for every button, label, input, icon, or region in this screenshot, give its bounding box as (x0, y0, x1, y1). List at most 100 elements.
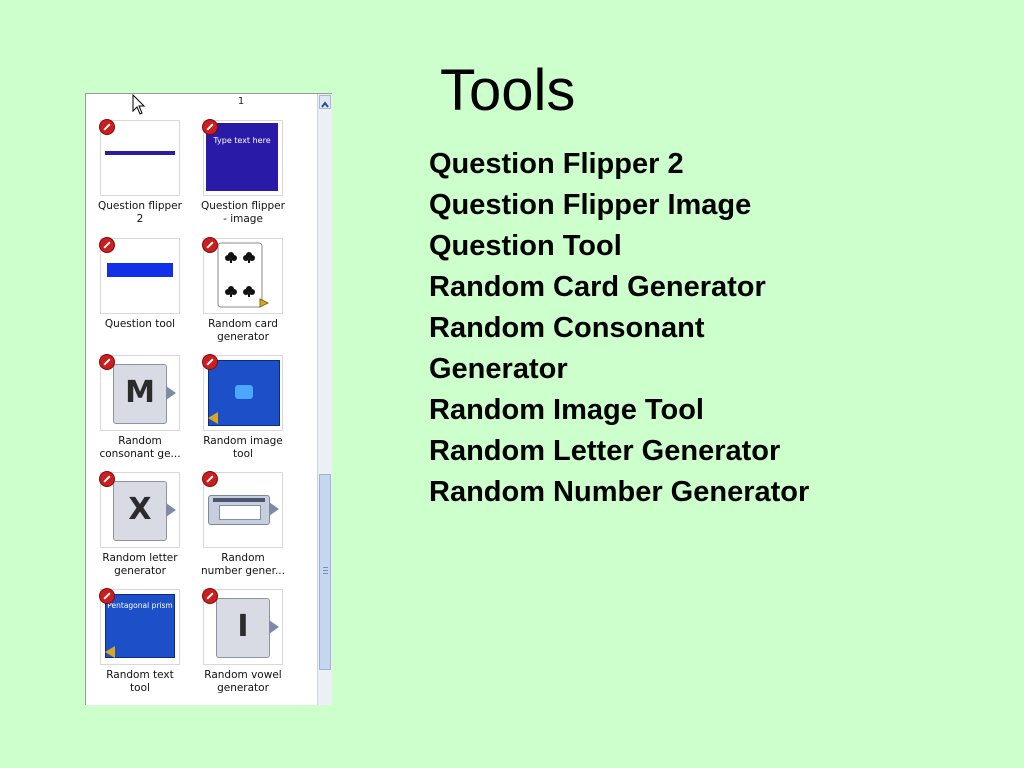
chevron-up-icon (321, 101, 329, 108)
caption-line: Random text (106, 669, 174, 681)
slip-letter: I (237, 609, 249, 644)
badge-icon (202, 471, 218, 487)
caption-line: Random letter (102, 552, 178, 564)
consonant-slip-icon: M (113, 364, 167, 424)
caption-line: Random image (203, 435, 283, 447)
scrollbar-grip (323, 570, 328, 571)
badge-icon (202, 354, 218, 370)
scrollbar-grip (323, 567, 328, 568)
gallery-item[interactable]: Random card generator (191, 237, 295, 343)
caption-line: tool (233, 447, 253, 460)
thumbnail (99, 237, 180, 314)
thumbnail-text: Type text here (213, 136, 271, 145)
gallery-item[interactable]: Type text here Question flipper - image (191, 119, 295, 225)
arrow-left-icon (208, 412, 218, 424)
badge-icon (202, 119, 218, 135)
caption-line: number gener... (201, 564, 285, 577)
caption-line: generator (217, 330, 269, 343)
thumbnail: Pentagonal prism (99, 588, 180, 665)
scrollbar-thumb[interactable] (319, 474, 331, 670)
badge-icon (99, 354, 115, 370)
badge-icon (99, 471, 115, 487)
thumbnail (202, 237, 283, 314)
arrow-right-icon (269, 620, 279, 634)
caption-line: Question tool (104, 318, 176, 330)
item-caption: Random letter generator (88, 552, 192, 577)
tool-list-item: Question Flipper 2 (429, 148, 684, 180)
tool-list-item: Generator (429, 353, 568, 385)
item-caption: Random text tool (88, 669, 192, 694)
tool-list-item: Random Letter Generator (429, 435, 781, 467)
tool-list-item: Random Image Tool (429, 394, 704, 426)
caption-line: - image (223, 212, 263, 225)
badge-icon (202, 588, 218, 604)
vowel-slip-icon: I (216, 598, 270, 658)
caption-line: Question flipper (201, 200, 285, 212)
tool-list-item: Random Card Generator (429, 271, 766, 303)
item-caption: Random image tool (191, 435, 295, 460)
tool-list-item: Question Flipper Image (429, 189, 752, 221)
playing-card-icon (217, 242, 270, 308)
item-caption: Random consonant ge... (88, 435, 192, 460)
thumbnail-text: Pentagonal prism (107, 601, 173, 610)
letter-slip-icon: X (113, 481, 167, 541)
item-caption: Question flipper - image (191, 200, 295, 225)
thumbnail: I (202, 588, 283, 665)
gallery-item[interactable]: Question flipper 2 (88, 119, 192, 225)
page-number: 1 (237, 96, 245, 107)
gallery-item[interactable]: Question tool (88, 237, 192, 331)
thumbnail: Type text here (202, 119, 283, 196)
arrow-right-icon (269, 502, 279, 516)
vertical-scrollbar[interactable] (317, 94, 332, 705)
question-tool-icon (107, 263, 173, 277)
gallery-item[interactable]: Random image tool (191, 354, 295, 460)
thumbnail (202, 354, 283, 431)
question-flipper-image-icon: Type text here (206, 123, 278, 191)
mouse-cursor-icon (132, 94, 146, 115)
tool-list-item: Question Tool (429, 230, 622, 262)
thumbnail (202, 471, 283, 548)
tool-list: Question Flipper 2 Question Flipper Imag… (429, 144, 989, 513)
badge-icon (99, 588, 115, 604)
caption-line: Random vowel (204, 669, 282, 681)
caption-line: Question flipper (98, 200, 182, 212)
item-caption: Random vowel generator (191, 669, 295, 694)
random-image-icon (208, 360, 280, 426)
question-flipper-2-icon (105, 151, 175, 155)
caption-line: consonant ge... (99, 447, 181, 460)
item-caption: Question tool (88, 318, 192, 331)
gallery-item[interactable]: I Random vowel generator (191, 588, 295, 694)
gallery-item[interactable]: Random number gener... (191, 471, 295, 577)
slip-letter: X (128, 492, 152, 527)
gallery-panel: 1 Question flipper 2 Type text here (85, 93, 332, 705)
gallery-item[interactable]: Pentagonal prism Random text tool (88, 588, 192, 694)
number-generator-icon (208, 495, 270, 525)
gallery-item[interactable]: M Random consonant ge... (88, 354, 192, 460)
badge-icon (99, 237, 115, 253)
random-text-icon: Pentagonal prism (105, 594, 175, 658)
item-caption: Random number gener... (191, 552, 295, 577)
badge-icon (202, 237, 218, 253)
tool-list-item: Random Number Generator (429, 476, 810, 508)
arrow-left-icon (105, 646, 115, 658)
arrow-right-icon (166, 386, 176, 400)
caption-line: tool (130, 681, 150, 694)
gallery-item[interactable]: X Random letter generator (88, 471, 192, 577)
caption-line: Random card (208, 318, 278, 330)
thumbnail: M (99, 354, 180, 431)
slip-letter: M (125, 375, 155, 410)
caption-line: Random (221, 552, 265, 564)
caption-line: generator (114, 564, 166, 577)
scroll-up-button[interactable] (319, 95, 331, 109)
thumbnail (99, 119, 180, 196)
arrow-right-icon (166, 503, 176, 517)
badge-icon (99, 119, 115, 135)
tool-list-item: Random Consonant (429, 312, 705, 344)
caption-line: generator (217, 681, 269, 694)
slide-title: Tools (440, 58, 576, 123)
scrollbar-grip (323, 573, 328, 574)
item-caption: Random card generator (191, 318, 295, 343)
caption-line: Random (118, 435, 162, 447)
thumbnail: X (99, 471, 180, 548)
item-caption: Question flipper 2 (88, 200, 192, 225)
